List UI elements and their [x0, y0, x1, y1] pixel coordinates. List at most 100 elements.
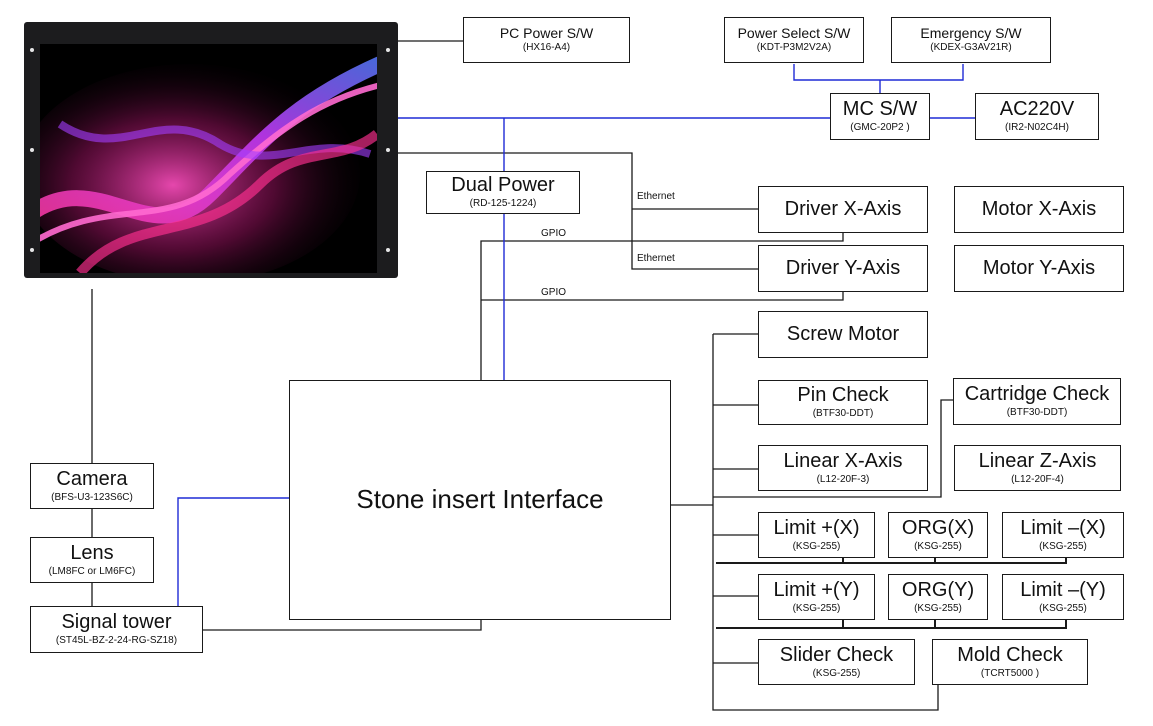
node-title: Slider Check: [779, 643, 894, 666]
motor-y-axis-box: Motor Y-Axis: [954, 245, 1124, 292]
node-part-number: (KSG-255): [1039, 540, 1087, 552]
screw-icon: [30, 148, 34, 152]
pin-check-box: Pin Check (BTF30-DDT): [758, 380, 928, 425]
wire-gpio-y: [481, 292, 844, 301]
node-title: Lens: [70, 541, 114, 564]
ethernet-label-x: Ethernet: [637, 191, 675, 202]
screw-motor-box: Screw Motor: [758, 311, 928, 358]
node-part-number: (LM8FC or LM6FC): [48, 565, 136, 577]
node-part-number: (KDT-P3M2V2A): [756, 42, 832, 54]
limit-minus-x-box: Limit –(X) (KSG-255): [1002, 512, 1124, 558]
gpio-label-x: GPIO: [541, 228, 567, 239]
pc-power-switch-box: PC Power S/W (HX16-A4): [463, 17, 630, 63]
wire-bus-vertical: [712, 334, 939, 711]
node-title: ORG(Y): [901, 578, 975, 601]
driver-x-axis-box: Driver X-Axis: [758, 186, 928, 233]
node-title: Linear X-Axis: [783, 449, 903, 472]
screw-icon: [30, 248, 34, 252]
node-part-number: (KSG-255): [1039, 602, 1087, 614]
org-x-box: ORG(X) (KSG-255): [888, 512, 988, 558]
signal-tower-box: Signal tower (ST45L-BZ-2-24-RG-SZ18): [30, 606, 203, 653]
wire-rail-x: [716, 558, 1067, 564]
node-part-number: (KSG-255): [792, 540, 841, 552]
display-monitor: [24, 22, 398, 278]
power-select-switch-box: Power Select S/W (KDT-P3M2V2A): [724, 17, 864, 63]
node-part-number: (BFS-U3-123S6C): [51, 491, 133, 503]
node-part-number: (HX16-A4): [522, 42, 571, 54]
mold-check-box: Mold Check (TCRT5000 ): [932, 639, 1088, 685]
node-title: Limit +(Y): [773, 578, 860, 601]
node-title: Limit +(X): [773, 516, 860, 539]
limit-plus-x-box: Limit +(X) (KSG-255): [758, 512, 875, 558]
screw-icon: [386, 48, 390, 52]
wire-signal-interface: [203, 619, 482, 631]
node-part-number: (ST45L-BZ-2-24-RG-SZ18): [55, 635, 178, 646]
node-title: Stone insert Interface: [356, 484, 604, 515]
node-title: Motor X-Axis: [981, 198, 1097, 220]
dual-power-box: Dual Power (RD-125-1224): [426, 171, 580, 214]
node-title: Screw Motor: [786, 323, 900, 345]
node-part-number: (KDEX-G3AV21R): [930, 42, 1012, 54]
node-title: Driver X-Axis: [784, 198, 902, 220]
node-part-number: (TCRT5000 ): [980, 667, 1040, 679]
org-y-box: ORG(Y) (KSG-255): [888, 574, 988, 620]
node-part-number: (RD-125-1224): [469, 198, 537, 209]
node-title: Signal tower: [61, 611, 172, 633]
node-part-number: (IR2-N02C4H): [1005, 122, 1069, 133]
wave-wallpaper-image: [40, 44, 377, 273]
monitor-screen-wallpaper: [40, 44, 377, 273]
emergency-switch-box: Emergency S/W (KDEX-G3AV21R): [891, 17, 1051, 63]
node-title: Emergency S/W: [920, 24, 1022, 41]
node-part-number: (KSG-255): [914, 602, 962, 614]
node-title: AC220V: [999, 98, 1075, 120]
cartridge-check-box: Cartridge Check (BTF30-DDT): [953, 378, 1121, 425]
node-title: MC S/W: [842, 98, 918, 120]
node-title: Mold Check: [957, 643, 1063, 666]
lens-box: Lens (LM8FC or LM6FC): [30, 537, 154, 583]
node-title: ORG(X): [901, 516, 975, 539]
node-title: Dual Power: [451, 174, 555, 196]
limit-minus-y-box: Limit –(Y) (KSG-255): [1002, 574, 1124, 620]
node-part-number: (BTF30-DDT): [812, 408, 874, 419]
wire-power-signal: [177, 497, 291, 606]
camera-box: Camera (BFS-U3-123S6C): [30, 463, 154, 509]
node-part-number: (KSG-255): [792, 602, 841, 614]
node-title: Linear Z-Axis: [978, 449, 1097, 472]
motor-x-axis-box: Motor X-Axis: [954, 186, 1124, 233]
node-part-number: (KSG-255): [812, 667, 861, 679]
slider-check-box: Slider Check (KSG-255): [758, 639, 915, 685]
node-title: Power Select S/W: [737, 24, 851, 41]
mc-switch-box: MC S/W (GMC-20P2 ): [830, 93, 930, 140]
linear-z-axis-box: Linear Z-Axis (L12-20F-4): [954, 445, 1121, 491]
gpio-label-y: GPIO: [541, 287, 567, 298]
node-title: Cartridge Check: [964, 383, 1110, 405]
node-part-number: (GMC-20P2 ): [850, 122, 910, 133]
node-part-number: (BTF30-DDT): [1006, 407, 1068, 418]
node-title: Motor Y-Axis: [982, 257, 1096, 279]
linear-x-axis-box: Linear X-Axis (L12-20F-3): [758, 445, 928, 491]
wire-cartridge-return: [713, 399, 953, 498]
node-part-number: (KSG-255): [914, 540, 962, 552]
wire-rail-y: [716, 620, 1067, 629]
screw-icon: [386, 248, 390, 252]
node-title: Limit –(Y): [1020, 578, 1106, 601]
wire-select-emergency: [793, 64, 964, 81]
ethernet-label-y: Ethernet: [637, 253, 675, 264]
node-title: Limit –(X): [1020, 516, 1106, 539]
driver-y-axis-box: Driver Y-Axis: [758, 245, 928, 292]
node-title: Camera: [56, 467, 128, 490]
node-title: PC Power S/W: [499, 24, 594, 41]
node-title: Pin Check: [797, 384, 889, 406]
wire-gpio-x: [480, 233, 844, 380]
node-part-number: (L12-20F-4): [1011, 473, 1064, 485]
wire-monitor-ethernet: [398, 152, 758, 270]
node-part-number: (L12-20F-3): [816, 473, 870, 485]
limit-plus-y-box: Limit +(Y) (KSG-255): [758, 574, 875, 620]
stone-insert-interface-box: Stone insert Interface: [289, 380, 671, 620]
screw-icon: [30, 48, 34, 52]
screw-icon: [386, 148, 390, 152]
ac220v-box: AC220V (IR2-N02C4H): [975, 93, 1099, 140]
node-title: Driver Y-Axis: [785, 257, 901, 279]
